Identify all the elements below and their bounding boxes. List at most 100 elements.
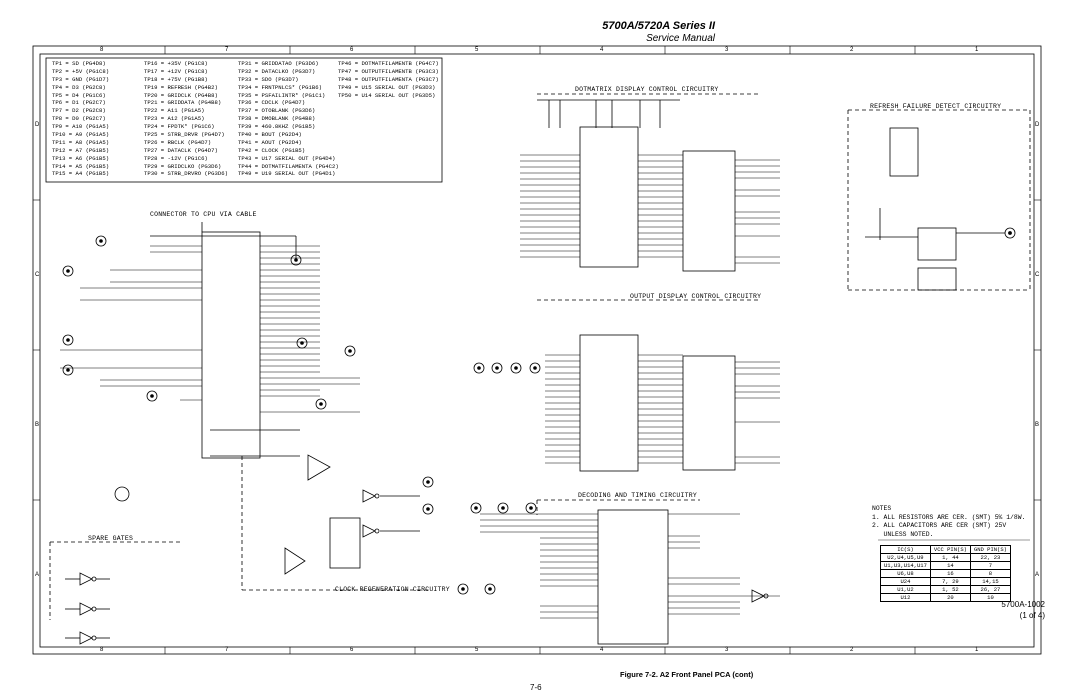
test-point-entry: TP12 = A7 (PG1B5) bbox=[52, 146, 110, 154]
section-dotmatrix-label: DOTMATRIX DISPLAY CONTROL CIRCUITRY bbox=[575, 86, 719, 93]
test-point-entry: TP5 = D4 (PG1C6) bbox=[52, 91, 106, 99]
test-point-entry: TP27 = DATACLK (PG4D7) bbox=[144, 146, 218, 154]
zone-col-8-top: 8 bbox=[100, 47, 104, 53]
test-point-entry: TP41 = AOUT (PG2D4) bbox=[238, 138, 302, 146]
pin-table-cell: 1, 52 bbox=[929, 585, 971, 594]
test-point-entry: TP38 = DMOBLANK (PG4B8) bbox=[238, 115, 316, 123]
test-point-entry: TP25 = STRB_DRVR (PG4D7) bbox=[144, 131, 225, 139]
section-decoding-label: DECODING AND TIMING CIRCUITRY bbox=[578, 492, 697, 499]
zone-row-b-left: B bbox=[35, 422, 40, 428]
test-point-entry: TP9 = A10 (PG1A5) bbox=[52, 123, 110, 131]
test-point-column-2: TP16 = +35V (PG1C8)TP17 = +12V (PG1C8)TP… bbox=[144, 60, 228, 178]
test-point-entry: TP36 = CDCLK (PG4D7) bbox=[238, 99, 306, 107]
test-point-entry: TP47 = OUTPUTFILAMENTB (PG3C3) bbox=[338, 67, 439, 75]
test-point-entry: TP3 = GND (PG1D7) bbox=[52, 75, 110, 83]
test-point-entry: TP22 = A11 (PG1A5) bbox=[144, 107, 205, 115]
pin-table-header-vcc: VCC PIN(S) bbox=[929, 545, 971, 554]
test-point-entry: TP49 = U19 SERIAL OUT (PG4D1) bbox=[238, 170, 336, 178]
pin-table-cell: 7 bbox=[969, 561, 1011, 570]
test-point-entry: TP39 = 460.8KHZ (PG1B5) bbox=[238, 123, 316, 131]
pin-table-cell: U2,U4,U5,U9 bbox=[880, 553, 931, 562]
note-item-1: 1. ALL RESISTORS ARE CER. (SMT) 5% 1/8W. bbox=[872, 513, 1026, 521]
test-point-entry: TP44 = DOTMATFILAMENTA (PG4C2) bbox=[238, 162, 339, 170]
pin-table-cell: U1,U3,U14,U17 bbox=[880, 561, 931, 570]
test-point-entry: TP16 = +35V (PG1C8) bbox=[144, 60, 208, 67]
pin-table-cell: 1, 44 bbox=[929, 553, 971, 562]
pin-table-cell: 14,15 bbox=[969, 577, 1011, 586]
test-point-entry: TP32 = DATACLKO (PG3D7) bbox=[238, 67, 316, 75]
pin-table-cell: 16 bbox=[929, 569, 971, 578]
test-point-entry: TP7 = D2 (PG2C8) bbox=[52, 107, 106, 115]
notes-block: NOTES 1. ALL RESISTORS ARE CER. (SMT) 5%… bbox=[872, 505, 1025, 539]
section-clock-label: CLOCK REGENERATION CIRCUITRY bbox=[335, 586, 450, 593]
page-number: 7-6 bbox=[530, 683, 542, 692]
zone-col-4-top: 4 bbox=[600, 47, 604, 53]
test-point-entry: TP28 = -12V (PG1C6) bbox=[144, 154, 208, 162]
test-point-entry: TP43 = U17 SERIAL OUT (PG4D4) bbox=[238, 154, 336, 162]
zone-col-2-bottom: 2 bbox=[850, 647, 854, 653]
pin-table-cell: U6,U8 bbox=[880, 569, 931, 578]
test-point-column-1: TP1 = SD (PG4D8)TP2 = +5V (PG1C8)TP3 = G… bbox=[52, 60, 109, 178]
test-point-entry: TP17 = +12V (PG1C8) bbox=[144, 67, 208, 75]
zone-col-3-top: 3 bbox=[725, 47, 729, 53]
test-point-table: TP1 = SD (PG4D8)TP2 = +5V (PG1C8)TP3 = G… bbox=[48, 60, 439, 177]
pin-table-cell: 10 bbox=[969, 593, 1011, 602]
test-point-entry: TP37 = OTOBLANK (PG3D6) bbox=[238, 107, 316, 115]
test-point-entry: TP19 = REFRESH (PG4B2) bbox=[144, 83, 218, 91]
test-point-entry: TP31 = GRIDDATAO (PG3D6) bbox=[238, 60, 319, 67]
test-point-entry: TP8 = D0 (PG2C7) bbox=[52, 115, 106, 123]
zone-row-d-right: D bbox=[1035, 122, 1040, 128]
test-point-entry: TP13 = A6 (PG1B5) bbox=[52, 154, 110, 162]
test-point-entry: TP11 = A8 (PG1A5) bbox=[52, 138, 110, 146]
test-point-entry: TP10 = A9 (PG1A5) bbox=[52, 131, 110, 139]
header-subtitle: Service Manual bbox=[646, 33, 715, 44]
test-point-entry: TP46 = DOTMATFILAMENTB (PG4C7) bbox=[338, 60, 439, 67]
test-point-entry: TP33 = SDO (PG3D7) bbox=[238, 75, 299, 83]
test-point-entry: TP21 = GRIDDATA (PG4B8) bbox=[144, 99, 222, 107]
pin-table-header-gnd: GND PIN(S) bbox=[969, 545, 1011, 554]
zone-col-4-bottom: 4 bbox=[600, 647, 604, 653]
zone-row-a-left: A bbox=[35, 572, 40, 578]
test-point-entry: TP23 = A12 (PG1A5) bbox=[144, 115, 205, 123]
test-point-entry: TP14 = A5 (PG1B5) bbox=[52, 162, 110, 170]
pin-table-cell: 7, 29 bbox=[929, 577, 971, 586]
pin-table-cell: 14 bbox=[929, 561, 971, 570]
notes-title: NOTES bbox=[872, 505, 892, 512]
test-point-entry: TP48 = OUTPUTFILAMENTA (PG3C7) bbox=[338, 75, 439, 83]
zone-col-1-bottom: 1 bbox=[975, 647, 979, 653]
pin-table-header-ic: IC(S) bbox=[880, 545, 931, 554]
test-point-entry: TP34 = FRNTPNLCS* (PG1B6) bbox=[238, 83, 322, 91]
pin-table-cell: 8 bbox=[969, 569, 1011, 578]
drawing-page-count: (1 of 4) bbox=[1019, 611, 1045, 620]
test-point-column-3: TP31 = GRIDDATAO (PG3D6)TP32 = DATACLKO … bbox=[238, 60, 339, 178]
section-refresh-label: REFRESH FAILURE DETECT CIRCUITRY bbox=[870, 103, 1002, 110]
figure-caption: Figure 7-2. A2 Front Panel PCA (cont) bbox=[620, 670, 754, 679]
pin-table-cell: 22, 23 bbox=[969, 553, 1011, 562]
test-point-entry: TP40 = BOUT (PG2D4) bbox=[238, 131, 302, 139]
test-point-entry: TP30 = STRB_DRVRO (PG3D6) bbox=[144, 170, 228, 178]
test-point-entry: TP1 = SD (PG4D8) bbox=[52, 60, 106, 67]
test-point-entry: TP35 = PSFAILINTR* (PG1C1) bbox=[238, 91, 326, 99]
zone-col-7-bottom: 7 bbox=[225, 647, 229, 653]
section-connector-label: CONNECTOR TO CPU VIA CABLE bbox=[150, 211, 257, 218]
test-point-entry: TP18 = +75V (PG1B8) bbox=[144, 75, 208, 83]
zone-row-c-right: C bbox=[1035, 272, 1040, 278]
test-point-entry: TP29 = GRIDCLKO (PG3D6) bbox=[144, 162, 222, 170]
section-spare-label: SPARE GATES bbox=[88, 535, 134, 542]
test-point-entry: TP4 = D3 (PG2C8) bbox=[52, 83, 106, 91]
zone-row-c-left: C bbox=[35, 272, 40, 278]
test-point-entry: TP26 = RBCLK (PG4D7) bbox=[144, 138, 212, 146]
zone-col-6-top: 6 bbox=[350, 47, 354, 53]
zone-col-5-bottom: 5 bbox=[475, 647, 479, 653]
zone-col-6-bottom: 6 bbox=[350, 647, 354, 653]
pin-table-cell: U24 bbox=[880, 577, 931, 586]
section-output-label: OUTPUT DISPLAY CONTROL CIRCUITRY bbox=[630, 293, 762, 300]
zone-col-1-top: 1 bbox=[975, 47, 979, 53]
